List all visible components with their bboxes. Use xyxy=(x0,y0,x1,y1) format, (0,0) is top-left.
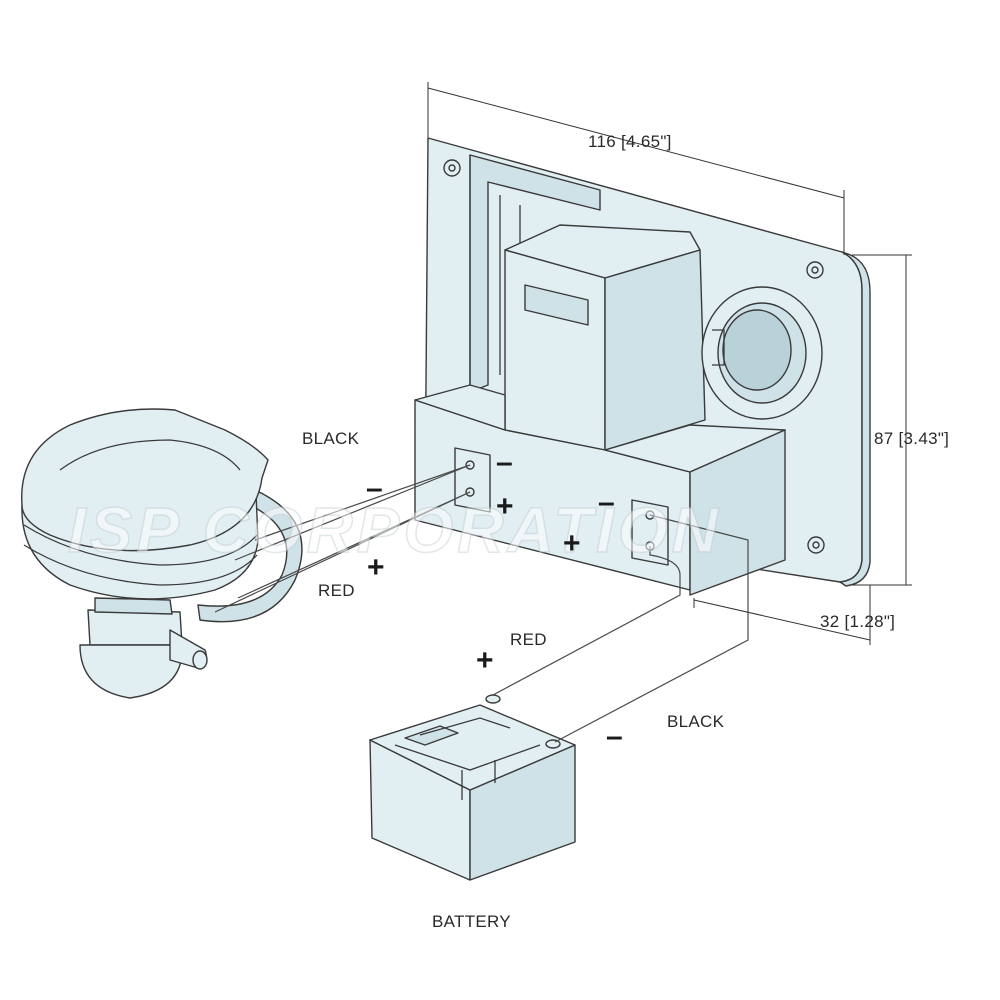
battery-negative-sign: – xyxy=(606,720,623,753)
dimension-height-label: 87 [3.43"] xyxy=(874,429,949,448)
dimension-lines xyxy=(427,82,912,645)
switch-left-negative-sign: – xyxy=(496,446,513,479)
battery-illustration xyxy=(369,694,576,881)
switch-right-negative-sign: – xyxy=(598,486,615,519)
dimension-width-label: 116 [4.65"] xyxy=(588,132,672,151)
battery-red-label: RED xyxy=(510,630,547,649)
battery-black-label: BLACK xyxy=(667,712,725,731)
toilet-red-label: RED xyxy=(318,581,355,600)
toilet-black-label: BLACK xyxy=(302,429,360,448)
battery-label: BATTERY xyxy=(432,912,511,931)
battery-positive-sign: + xyxy=(476,644,494,677)
switch-panel xyxy=(414,137,871,596)
wiring xyxy=(214,464,749,743)
switch-left-positive-sign: + xyxy=(496,490,514,523)
toilet-positive-sign: + xyxy=(367,551,385,584)
switch-right-positive-sign: + xyxy=(563,527,581,560)
toilet-illustration xyxy=(21,408,303,699)
toilet-negative-sign: – xyxy=(366,472,383,505)
dimension-depth-label: 32 [1.28"] xyxy=(820,612,895,631)
watermark-text: ISP CORPORATION xyxy=(68,494,722,566)
